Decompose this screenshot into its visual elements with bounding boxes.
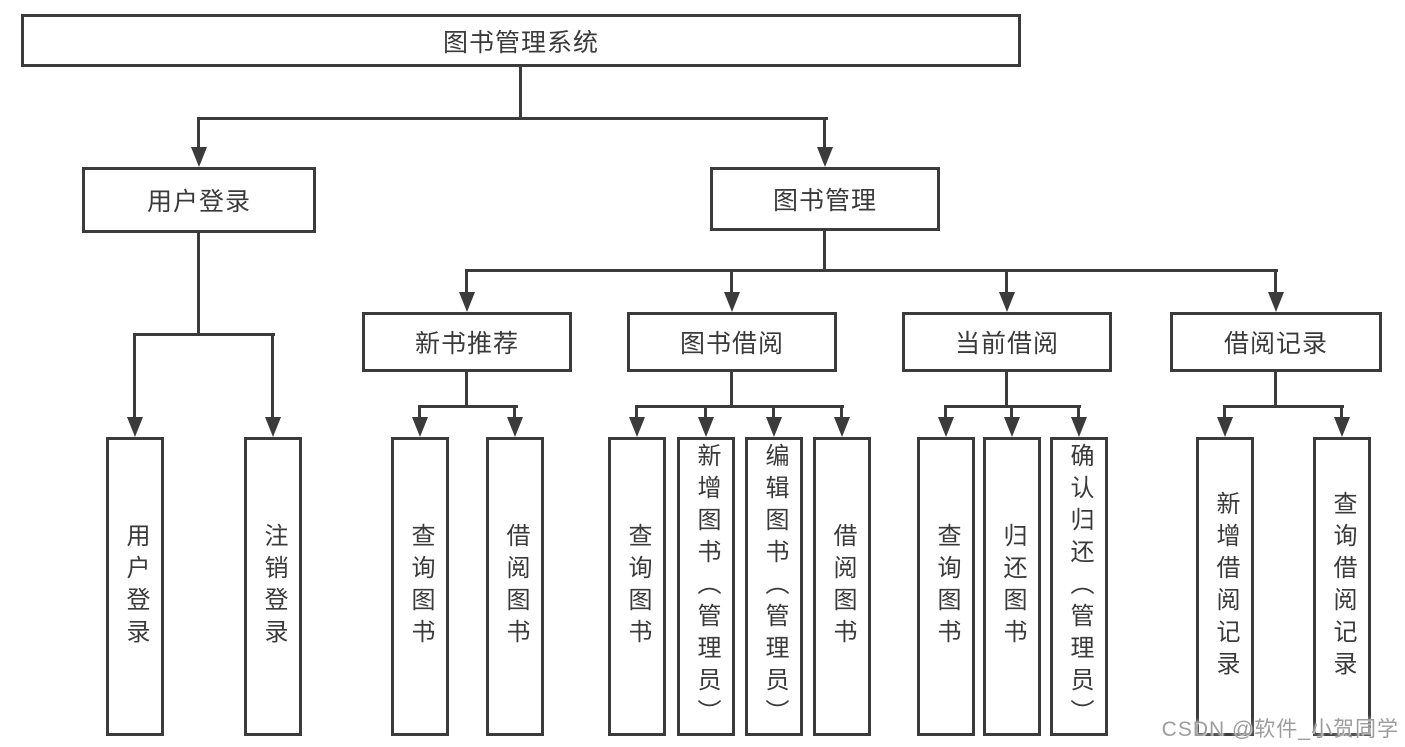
node-book-management: 图书管理 (710, 167, 940, 231)
arrow-down-icon (459, 292, 475, 312)
leaf-add-borrow-record: 新增借阅记录 (1196, 437, 1254, 736)
leaf-logout: 注销登录 (244, 437, 302, 736)
connector-line (1223, 405, 1344, 408)
connector-line (133, 333, 136, 420)
arrow-down-icon (1334, 417, 1350, 437)
connector-line (133, 333, 275, 336)
connector-line (1223, 405, 1226, 419)
connector-line (635, 405, 844, 408)
node-borrowing-records-label: 借阅记录 (1223, 330, 1328, 358)
connector-line (465, 269, 1278, 272)
leaf-confirm-return-admin-label: 确认归还（管理员） (1066, 442, 1093, 731)
arrow-down-icon (191, 147, 207, 167)
leaf-return-book-label: 归还图书 (999, 522, 1026, 651)
connector-line (730, 372, 733, 408)
connector-line (944, 405, 947, 419)
arrow-down-icon (999, 292, 1015, 312)
leaf-borrow-books-1: 借阅图书 (486, 437, 544, 736)
leaf-borrow-books-1-label: 借阅图书 (502, 522, 529, 651)
connector-line (418, 405, 421, 419)
leaf-borrow-books-2: 借阅图书 (813, 437, 871, 736)
connector-line (823, 229, 826, 272)
connector-line (840, 405, 843, 419)
node-root-label: 图书管理系统 (442, 28, 599, 57)
connector-line (197, 117, 200, 150)
leaf-confirm-return-admin: 确认归还（管理员） (1050, 437, 1108, 736)
leaf-user-login: 用户登录 (106, 437, 164, 736)
leaf-add-book-admin: 新增图书（管理员） (677, 437, 735, 736)
node-current-borrowing: 当前借阅 (902, 312, 1112, 372)
node-user-login-label: 用户登录 (146, 188, 251, 216)
node-new-book-recommend: 新书推荐 (362, 312, 572, 372)
arrow-down-icon (265, 417, 281, 437)
connector-line (823, 117, 826, 150)
arrow-down-icon (507, 417, 523, 437)
node-book-borrowing-label: 图书借阅 (679, 330, 784, 358)
connector-line (1274, 269, 1277, 294)
leaf-edit-book-admin-label: 编辑图书（管理员） (761, 442, 788, 731)
leaf-add-borrow-record-label: 新增借阅记录 (1212, 490, 1239, 683)
arrow-down-icon (766, 417, 782, 437)
arrow-down-icon (1217, 417, 1233, 437)
connector-line (197, 117, 828, 120)
leaf-user-login-label: 用户登录 (122, 522, 149, 651)
connector-line (513, 405, 516, 419)
leaf-return-book: 归还图书 (983, 437, 1041, 736)
node-borrowing-records: 借阅记录 (1170, 312, 1382, 372)
connector-line (704, 405, 707, 419)
connector-line (519, 67, 522, 118)
connector-line (730, 269, 733, 294)
arrow-down-icon (1004, 417, 1020, 437)
node-user-login: 用户登录 (82, 167, 316, 233)
connector-line (1010, 405, 1013, 419)
connector-line (1340, 405, 1343, 419)
arrow-down-icon (938, 417, 954, 437)
connector-line (418, 405, 518, 408)
leaf-query-books-1: 查询图书 (391, 437, 449, 736)
connector-line (465, 269, 468, 294)
arrow-down-icon (1268, 292, 1284, 312)
arrow-down-icon (1071, 417, 1087, 437)
leaf-query-books-3: 查询图书 (917, 437, 975, 736)
arrow-down-icon (834, 417, 850, 437)
connector-line (1005, 269, 1008, 294)
connector-line (271, 333, 274, 420)
leaf-add-book-admin-label: 新增图书（管理员） (693, 442, 720, 731)
node-current-borrowing-label: 当前借阅 (954, 330, 1059, 358)
connector-line (1077, 405, 1080, 419)
node-book-management-label: 图书管理 (772, 187, 877, 215)
leaf-edit-book-admin: 编辑图书（管理员） (745, 437, 803, 736)
arrow-down-icon (629, 417, 645, 437)
leaf-query-borrow-record-label: 查询借阅记录 (1329, 490, 1356, 683)
leaf-query-books-3-label: 查询图书 (933, 522, 960, 651)
leaf-query-books-2: 查询图书 (608, 437, 666, 736)
connector-line (635, 405, 638, 419)
connector-line (465, 372, 468, 408)
arrow-down-icon (724, 292, 740, 312)
arrow-down-icon (127, 417, 143, 437)
node-book-borrowing: 图书借阅 (627, 312, 837, 372)
leaf-query-borrow-record: 查询借阅记录 (1313, 437, 1371, 736)
arrow-down-icon (817, 147, 833, 167)
arrow-down-icon (412, 417, 428, 437)
leaf-logout-label: 注销登录 (260, 522, 287, 651)
leaf-query-books-1-label: 查询图书 (407, 522, 434, 651)
connector-line (1274, 372, 1277, 408)
node-root: 图书管理系统 (21, 14, 1021, 67)
connector-line (1005, 372, 1008, 408)
leaf-borrow-books-2-label: 借阅图书 (829, 522, 856, 651)
connector-line (197, 233, 200, 335)
watermark: CSDN @软件_小贺同学 (1161, 718, 1399, 741)
node-new-book-recommend-label: 新书推荐 (414, 330, 519, 358)
leaf-query-books-2-label: 查询图书 (624, 522, 651, 651)
connector-line (772, 405, 775, 419)
arrow-down-icon (698, 417, 714, 437)
